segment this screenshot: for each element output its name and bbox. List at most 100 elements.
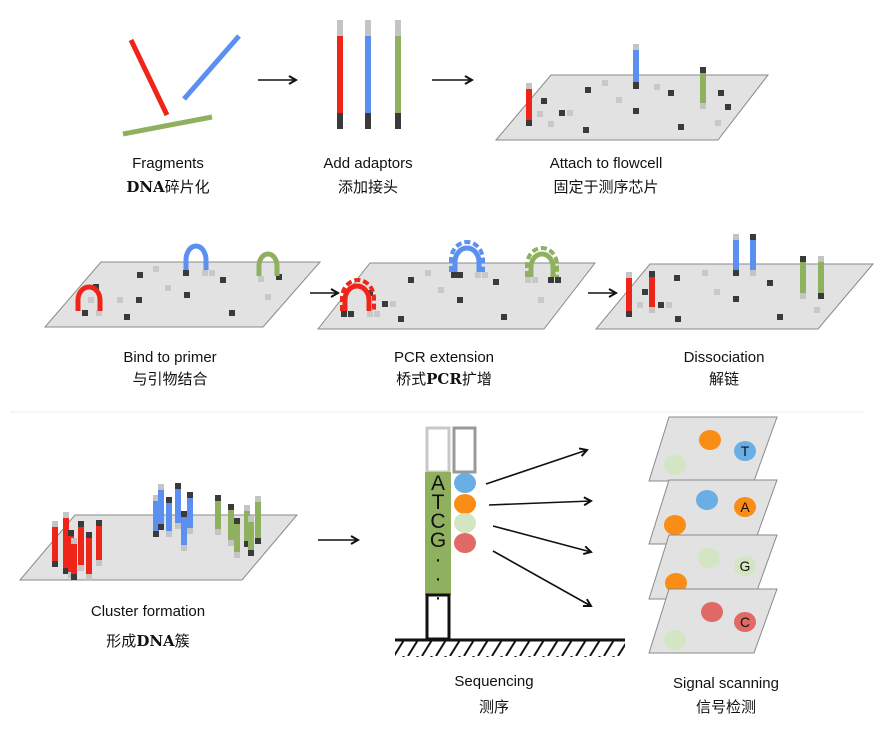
primer-dots-light <box>637 270 820 313</box>
step-label-zh: DNA碎片化 <box>126 178 209 196</box>
primer-dots-light <box>537 80 721 127</box>
cluster-strand <box>78 521 84 571</box>
step-bind-primer: Bind to primer 与引物结合 <box>43 243 322 388</box>
nucleotide-lightgreen <box>454 513 476 533</box>
dissociated-strand-green-1 <box>800 256 806 299</box>
cluster-strand <box>248 516 254 556</box>
ground-hatch <box>395 641 625 657</box>
label-zh-suffix: 扩增 <box>462 370 492 388</box>
cluster-strand <box>228 504 234 546</box>
step-fragments: Fragments DNA碎片化 <box>122 34 241 196</box>
bridge-green-extended <box>525 246 559 277</box>
step-label-zh: 桥式PCR扩增 <box>396 370 492 388</box>
signal-spot <box>701 602 723 622</box>
template-strand <box>425 472 451 595</box>
label-zh-suffix: 簇 <box>175 632 190 650</box>
scan-layer: T <box>648 416 778 482</box>
attached-strand-blue <box>633 44 639 89</box>
cluster-strand <box>187 492 193 534</box>
cluster-strand <box>52 521 58 567</box>
scan-layers: T A GC <box>648 416 778 654</box>
cluster-strand <box>71 538 77 580</box>
step-attach-flowcell: Attach to flowcell 固定于测序芯片 <box>494 44 770 196</box>
label-zh-text: 桥式 <box>396 370 426 388</box>
arrow-icon <box>488 501 591 505</box>
signal-spot <box>698 548 720 568</box>
dissociated-strand-blue-2 <box>750 234 756 276</box>
primer-dots-light <box>367 270 544 317</box>
cluster-strand <box>166 497 172 537</box>
step-label-zh: 解链 <box>709 370 739 388</box>
base-call-badge <box>734 612 756 632</box>
attached-strand-green <box>700 67 706 109</box>
step-label-zh: 形成DNA簇 <box>106 632 189 650</box>
template-adapter-top <box>425 426 451 474</box>
arrow-icon <box>485 450 587 485</box>
signal-spot <box>696 490 718 510</box>
base-call-badge <box>734 556 756 576</box>
step-label-en: Cluster formation <box>91 603 205 620</box>
primer-dots <box>642 275 783 322</box>
step-label-en: Dissociation <box>684 349 765 366</box>
dissociated-strand-red-2 <box>649 271 655 313</box>
signal-spot <box>664 455 686 475</box>
scan-plane <box>648 479 778 545</box>
nucleotide-red <box>454 533 476 553</box>
step-label-zh: 添加接头 <box>338 178 398 196</box>
step-label-en: PCR extension <box>394 349 494 366</box>
base-call-letter: A <box>740 499 750 515</box>
flowcell-plane <box>43 261 322 328</box>
step-dissociation: Dissociation 解链 <box>594 234 875 388</box>
label-zh-prefix: DNA <box>126 178 165 196</box>
cluster-red <box>52 512 102 580</box>
primer-dots-light <box>88 266 271 316</box>
bridge-blue <box>452 245 482 272</box>
step-label-zh: 与引物结合 <box>132 370 207 388</box>
nucleotide-orange <box>454 494 476 514</box>
cluster-strand <box>234 518 240 558</box>
cluster-strand <box>96 520 102 566</box>
step-cluster-formation: Cluster formation 形成DNA簇 <box>18 483 299 650</box>
label-zh-mid: PCR <box>426 370 462 388</box>
sequence-letter: A <box>431 472 445 495</box>
bridge-blue <box>183 243 209 270</box>
step-add-adaptors: Add adaptors 添加接头 <box>323 20 413 196</box>
fragment-blue <box>182 34 241 101</box>
dissociated-strand-red-1 <box>626 272 632 317</box>
label-zh-text: 形成 <box>106 632 136 650</box>
cluster-strand <box>244 505 250 547</box>
attached-strand-red <box>526 83 532 126</box>
step-label-en: Add adaptors <box>323 155 412 172</box>
signal-spot <box>664 515 686 535</box>
step-label-en: Bind to primer <box>123 349 216 366</box>
bridge-green <box>256 251 280 276</box>
sequence-letter: · <box>435 586 442 609</box>
label-zh-mid: DNA <box>136 632 175 650</box>
step-signal-scanning: T A GC Signal scanning 信号检测 <box>648 416 779 716</box>
scan-layer: C <box>648 588 778 654</box>
base-call-letter: T <box>741 443 750 459</box>
adapted-fragment-red <box>337 20 343 129</box>
step-label-zh: 信号检测 <box>696 698 756 716</box>
adapted-fragment-blue <box>365 20 371 129</box>
dissociated-strand-green-2 <box>818 256 824 299</box>
fragment-green <box>122 114 213 137</box>
base-call-letter: G <box>740 558 751 574</box>
step-label-en: Signal scanning <box>673 675 779 692</box>
arrow-icon <box>492 550 591 606</box>
cluster-strand <box>215 495 221 535</box>
signal-spot <box>699 430 721 450</box>
base-call-badge <box>734 497 756 517</box>
cluster-strand <box>86 532 92 580</box>
fragment-red <box>128 38 170 117</box>
step-label-zh: 固定于测序芯片 <box>553 178 658 196</box>
cluster-blue <box>153 483 193 551</box>
step-label-en: Sequencing <box>454 673 533 690</box>
bridge-blue-extended <box>449 240 485 272</box>
dissociated-strand-blue-1 <box>733 234 739 276</box>
cluster-strand <box>255 496 261 544</box>
step-pcr-extension: PCR extension 桥式PCR扩增 <box>316 240 597 388</box>
primer-adapter <box>452 426 477 474</box>
sequence-letter: · <box>435 567 442 590</box>
